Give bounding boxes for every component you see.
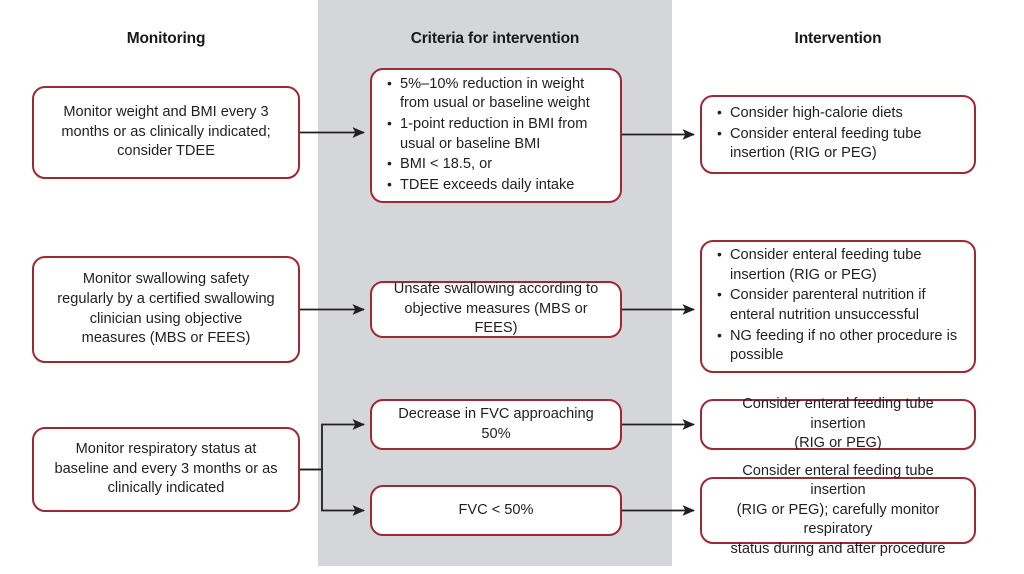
bullet-list: 5%–10% reduction in weight from usual or…: [386, 74, 610, 196]
node-line: Monitor respiratory status at: [75, 441, 257, 458]
node-line: Consider enteral feeding tube insertion: [742, 462, 934, 499]
bullet-list: Consider enteral feeding tube insertion …: [716, 245, 964, 366]
node-line: regularly by a certified swallowing: [57, 290, 275, 307]
node-line: Decrease in FVC approaching 50%: [398, 405, 594, 442]
node-criteria-fvc-below-50[interactable]: FVC < 50%: [370, 485, 622, 536]
bullet-item: Consider parenteral nutrition if enteral…: [716, 285, 964, 325]
bullet-item: NG feeding if no other procedure is poss…: [716, 326, 964, 366]
node-line: (RIG or PEG): [794, 435, 882, 452]
node-criteria-swallowing[interactable]: Unsafe swallowing according to objective…: [370, 281, 622, 338]
node-intervention-weight[interactable]: Consider high-calorie diets Consider ent…: [700, 95, 976, 174]
node-line: Consider enteral feeding tube insertion: [742, 396, 934, 432]
node-line: (RIG or PEG); carefully monitor respirat…: [736, 501, 940, 538]
node-monitoring-swallowing[interactable]: Monitor swallowing safety regularly by a…: [32, 256, 300, 363]
node-line: objective measures (MBS or FEES): [404, 300, 588, 337]
bullet-item: BMI < 18.5, or: [386, 154, 610, 175]
node-monitoring-respiratory[interactable]: Monitor respiratory status at baseline a…: [32, 427, 300, 512]
bullet-item: 5%–10% reduction in weight from usual or…: [386, 74, 610, 114]
bullet-item: 1-point reduction in BMI from usual or b…: [386, 114, 610, 154]
node-line: FVC < 50%: [458, 501, 534, 518]
node-line: baseline and every 3 months or as: [54, 460, 278, 477]
bullet-list: Consider high-calorie diets Consider ent…: [716, 103, 964, 165]
node-criteria-fvc-approaching-50[interactable]: Decrease in FVC approaching 50%: [370, 399, 622, 450]
bullet-item: Consider high-calorie diets: [716, 103, 964, 124]
node-intervention-swallowing[interactable]: Consider enteral feeding tube insertion …: [700, 240, 976, 373]
node-criteria-weight[interactable]: 5%–10% reduction in weight from usual or…: [370, 68, 622, 203]
node-line: Monitor weight and BMI every 3: [63, 104, 269, 121]
node-line: clinician using objective: [89, 310, 243, 327]
node-line: months or as clinically indicated;: [61, 123, 271, 140]
node-line: status during and after procedure: [730, 540, 946, 557]
node-line: measures (MBS or FEES): [81, 330, 251, 347]
node-intervention-fvc-approaching-50[interactable]: Consider enteral feeding tube insertion …: [700, 396, 976, 451]
node-monitoring-weight[interactable]: Monitor weight and BMI every 3 months or…: [32, 86, 300, 179]
node-line: Monitor swallowing safety: [82, 271, 250, 288]
column-header-monitoring: Monitoring: [126, 30, 206, 47]
column-header-criteria: Criteria for intervention: [410, 30, 580, 47]
column-header-intervention: Intervention: [794, 30, 882, 47]
bullet-item: TDEE exceeds daily intake: [386, 175, 610, 196]
bullet-item: Consider enteral feeding tube insertion …: [716, 124, 964, 164]
node-line: clinically indicated: [107, 480, 225, 497]
node-intervention-fvc-below-50[interactable]: Consider enteral feeding tube insertion …: [700, 463, 976, 557]
node-line: Unsafe swallowing according to: [393, 281, 599, 298]
bullet-item: Consider enteral feeding tube insertion …: [716, 245, 964, 285]
node-line: consider TDEE: [117, 143, 215, 160]
